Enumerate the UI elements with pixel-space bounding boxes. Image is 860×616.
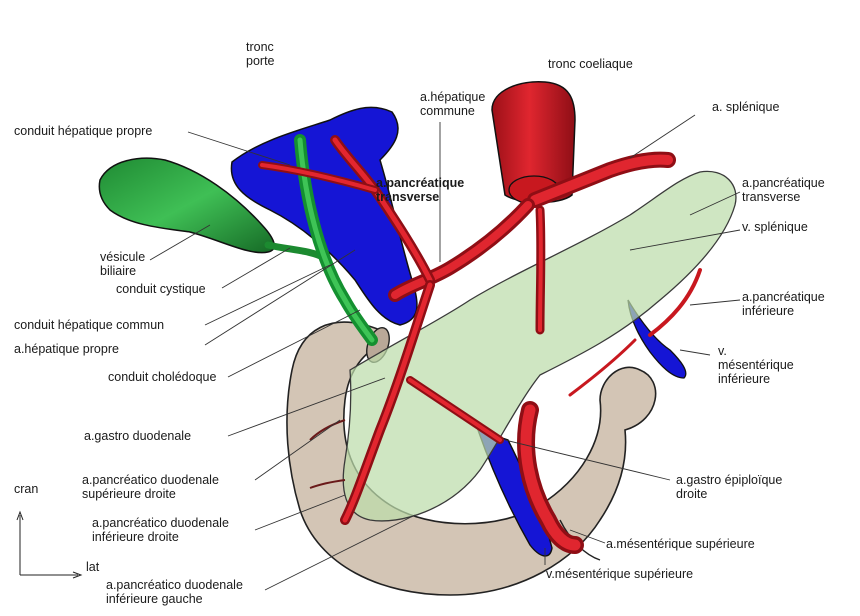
label-a-pd-sup-droite: a.pancréatico duodenale supérieure droit… xyxy=(82,473,219,501)
label-conduit-cystique: conduit cystique xyxy=(116,282,206,296)
label-a-pancreatique-transverse-right: a.pancréatique transverse xyxy=(742,176,825,204)
orientation-label-up: cran xyxy=(14,482,39,496)
orientation-axis xyxy=(16,510,83,579)
label-tronc-coeliaque: tronc coeliaque xyxy=(548,57,633,71)
label-a-gastro-duodenale: a.gastro duodenale xyxy=(84,429,192,443)
orientation-label-right: lat xyxy=(86,560,100,574)
label-a-hepatique-propre: a.hépatique propre xyxy=(14,342,119,356)
pancreas-shape xyxy=(342,170,737,522)
label-conduit-choledoque: conduit cholédoque xyxy=(108,370,217,384)
label-conduit-hepatique-commun: conduit hépatique commun xyxy=(14,318,165,332)
arteries-shape xyxy=(258,81,702,554)
label-a-mesenterique-superieure: a.mésentérique supérieure xyxy=(606,537,755,551)
label-vesicule-biliaire: vésicule biliaire xyxy=(100,250,146,278)
leader-lines xyxy=(149,114,741,591)
label-a-pd-inf-droite: a.pancréatico duodenale inférieure droit… xyxy=(92,516,229,544)
label-a-hepatique-commune: a.hépatique commune xyxy=(420,90,486,118)
label-tronc-porte: tronc porte xyxy=(246,40,275,68)
label-a-pancreatique-transverse-center: a.pancréatique transverse xyxy=(376,176,465,204)
label-conduit-hepatique-propre: conduit hépatique propre xyxy=(14,124,153,138)
label-a-pancreatique-inferieure: a.pancréatique inférieure xyxy=(742,290,825,318)
label-a-splenique: a. splénique xyxy=(712,100,780,114)
biliary-shape xyxy=(98,134,378,346)
label-v-splenique: v. splénique xyxy=(742,220,808,234)
label-v-mesenterique-superieure: v.mésentérique supérieure xyxy=(546,567,694,581)
label-a-gastro-epiploique-droite: a.gastro épiploïque droite xyxy=(676,473,783,501)
label-a-pd-inf-gauche: a.pancréatico duodenale inférieure gauch… xyxy=(106,578,243,606)
label-v-mesenterique-inferieure: v. mésentérique inférieure xyxy=(718,344,794,386)
portal-vein-shape xyxy=(230,106,687,557)
